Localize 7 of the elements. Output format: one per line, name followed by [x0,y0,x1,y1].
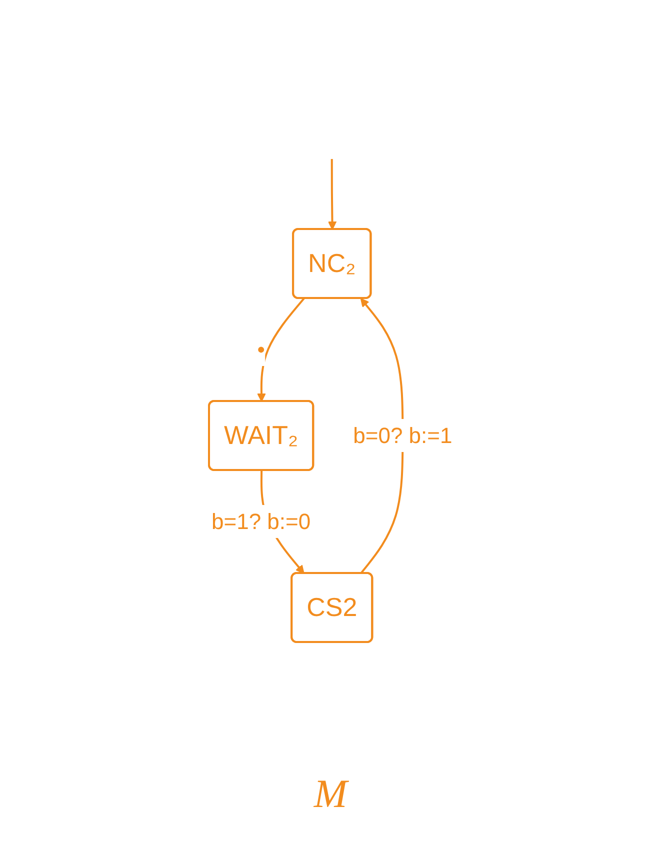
arrow [360,298,404,574]
arrow [328,158,337,230]
arrow [256,297,305,402]
signature-letter: M [314,771,348,816]
edge-label: • [257,336,265,362]
edge-label: b=1? b:=0 [211,508,310,534]
edge-label: b=0? b:=1 [353,422,452,448]
